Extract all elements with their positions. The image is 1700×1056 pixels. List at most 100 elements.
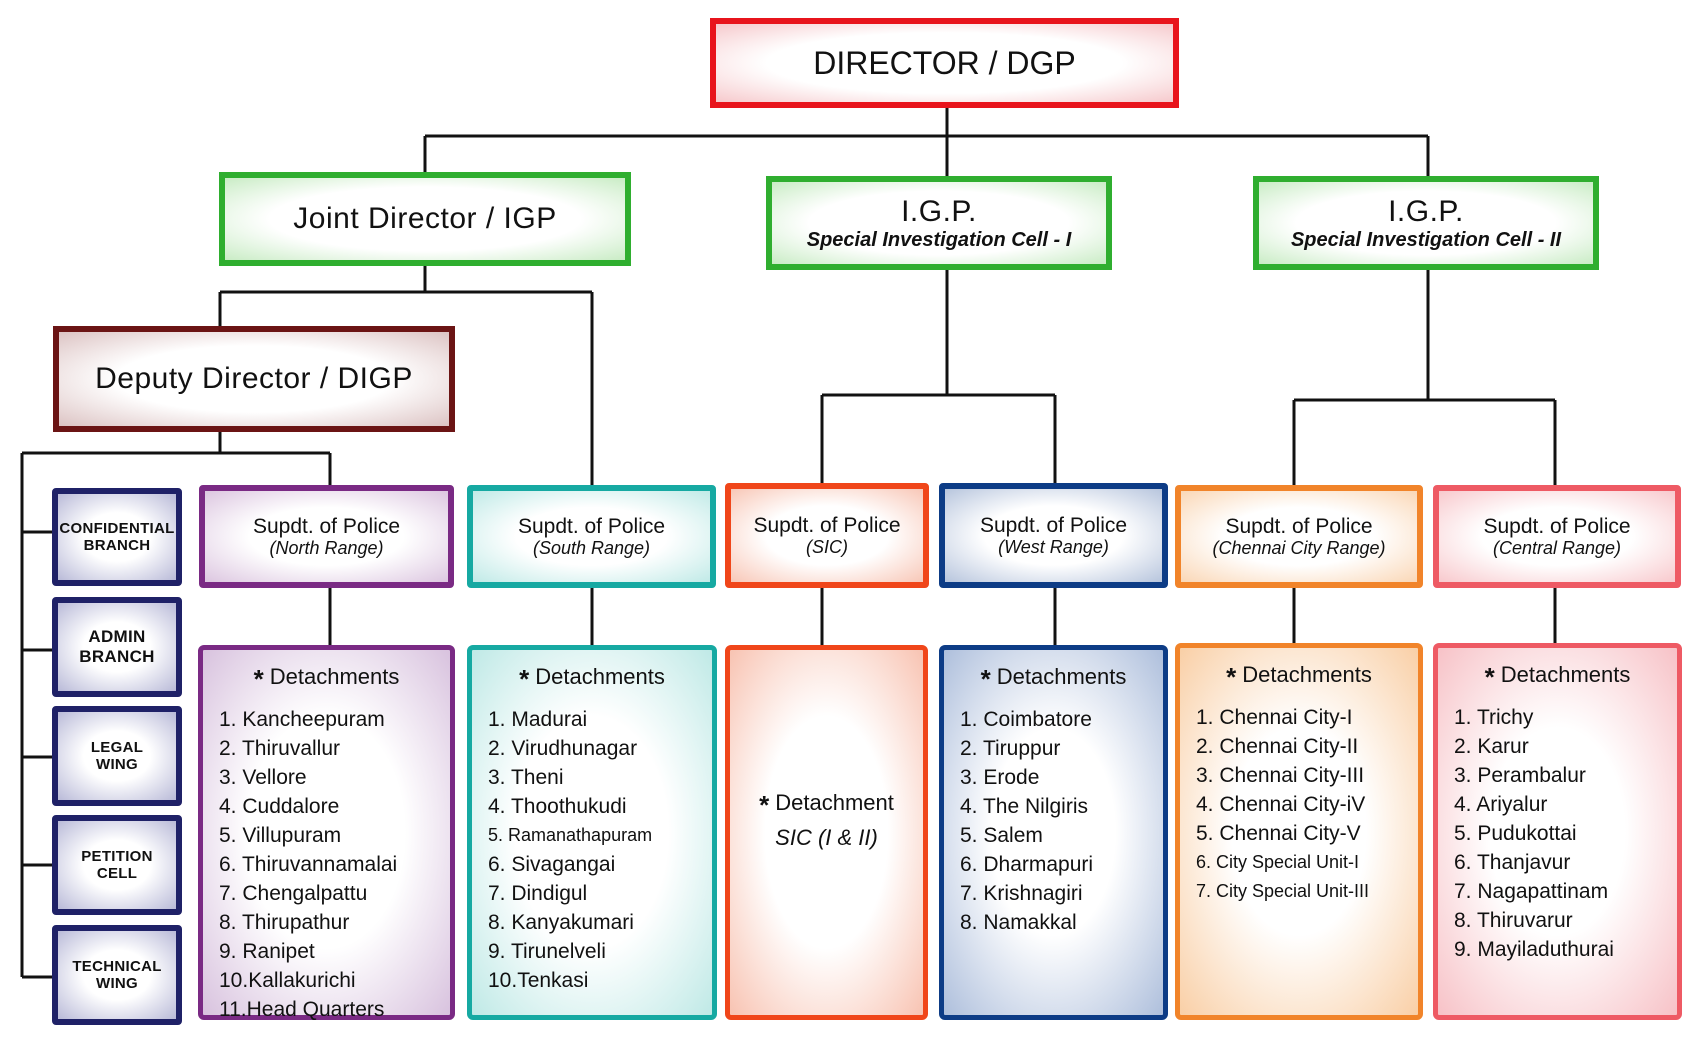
- list-item: 10.Tenkasi: [488, 969, 589, 992]
- list-item: 3. Chennai City-III: [1196, 764, 1365, 787]
- branch-label-line2: WING: [95, 975, 139, 992]
- deputy-director-title: Deputy Director / DIGP: [95, 362, 413, 395]
- branch-label-line1: PETITION: [81, 848, 153, 865]
- supdt-chennai-city-range: Supdt. of Police (Chennai City Range): [1175, 485, 1423, 588]
- branch-petition: PETITION CELL: [52, 815, 182, 915]
- detachments-heading-label: Detachments: [269, 664, 400, 689]
- list-item: 10.Kallakurichi: [219, 969, 356, 992]
- list-item: 6. Sivagangai: [488, 853, 616, 876]
- detachment-list: 1. Trichy 2. Karur 3. Perambalur 4. Ariy…: [1438, 703, 1677, 964]
- supdt-north-range: Supdt. of Police (North Range): [199, 485, 454, 588]
- detachments-heading-label: Detachments: [996, 664, 1127, 689]
- supdt-south-range: Supdt. of Police (South Range): [467, 485, 716, 588]
- detachments-heading-label: Detachments: [535, 664, 665, 689]
- list-item: 6. City Special Unit-I: [1196, 852, 1360, 872]
- detachments-heading: *Detachments: [1180, 662, 1418, 693]
- list-item: 9. Mayiladuthurai: [1454, 938, 1614, 961]
- supdt-range: (Chennai City Range): [1212, 537, 1386, 558]
- asterisk: *: [1226, 662, 1237, 692]
- supdt-name: Supdt. of Police: [1225, 514, 1373, 538]
- igp-sic2-box: I.G.P. Special Investigation Cell - II: [1253, 176, 1599, 270]
- list-item: 9. Ranipet: [219, 940, 315, 963]
- list-item: 1. Madurai: [488, 708, 588, 731]
- list-item: 1. Chennai City-I: [1196, 706, 1353, 729]
- list-item: 8. Kanyakumari: [488, 911, 634, 934]
- supdt-name: Supdt. of Police: [979, 513, 1128, 537]
- igp-sic2-title: I.G.P.: [1388, 194, 1464, 228]
- supdt-range: (West Range): [998, 536, 1109, 557]
- list-item: 4. Chennai City-iV: [1196, 793, 1366, 816]
- branch-label-line2: CELL: [96, 865, 138, 882]
- list-item: 5. Villupuram: [219, 824, 342, 847]
- detachments-west-range: *Detachments 1. Coimbatore 2. Tiruppur 3…: [939, 645, 1168, 1020]
- asterisk: *: [759, 790, 770, 820]
- detachments-heading-label: Detachments: [1242, 662, 1372, 687]
- branch-label-line1: TECHNICAL: [72, 958, 162, 975]
- sic-detachment-text: *Detachment SIC (I & II): [730, 790, 923, 851]
- list-item: 2. Karur: [1454, 735, 1529, 758]
- supdt-name: Supdt. of Police: [517, 514, 666, 538]
- list-item: 7. Krishnagiri: [960, 882, 1083, 905]
- list-item: 3. Theni: [488, 766, 564, 789]
- branch-legal: LEGAL WING: [52, 706, 182, 806]
- list-item: 1. Coimbatore: [960, 708, 1092, 731]
- director-dgp-box: DIRECTOR / DGP: [710, 18, 1179, 108]
- supdt-name: Supdt. of Police: [252, 514, 401, 538]
- supdt-name: Supdt. of Police: [753, 513, 901, 537]
- igp-sic1-title: I.G.P.: [901, 194, 977, 228]
- list-item: 4. Thoothukudi: [488, 795, 627, 818]
- supdt-sic: Supdt. of Police (SIC): [725, 483, 929, 588]
- list-item: 3. Perambalur: [1454, 764, 1586, 787]
- sic-detachment-label: Detachment: [775, 790, 894, 815]
- list-item: 5. Ramanathapuram: [488, 825, 653, 845]
- detachments-heading-label: Detachments: [1500, 662, 1631, 687]
- igp-sic1-subtitle: Special Investigation Cell - I: [806, 228, 1072, 251]
- detachment-list: 1. Kancheepuram 2. Thiruvallur 3. Vellor…: [203, 705, 450, 1024]
- list-item: 7. Nagapattinam: [1454, 880, 1609, 903]
- list-item: 3. Erode: [960, 766, 1040, 789]
- branch-confidential: CONFIDENTIAL BRANCH: [52, 488, 182, 586]
- joint-director-box: Joint Director / IGP: [219, 172, 631, 266]
- igp-sic2-subtitle: Special Investigation Cell - II: [1290, 228, 1562, 251]
- list-item: 6. Dharmapuri: [960, 853, 1094, 876]
- igp-sic1-box: I.G.P. Special Investigation Cell - I: [766, 176, 1112, 270]
- list-item: 7. City Special Unit-III: [1196, 881, 1370, 901]
- list-item: 4. Ariyalur: [1454, 793, 1548, 816]
- list-item: 5. Chennai City-V: [1196, 822, 1361, 845]
- asterisk: *: [1484, 662, 1495, 692]
- detachment-list: 1. Chennai City-I 2. Chennai City-II 3. …: [1180, 703, 1418, 906]
- list-item: 2. Chennai City-II: [1196, 735, 1359, 758]
- branch-label-line1: ADMIN: [88, 627, 146, 646]
- detachments-chennai-city-range: *Detachments 1. Chennai City-I 2. Chenna…: [1175, 643, 1423, 1020]
- asterisk: *: [980, 664, 991, 694]
- list-item: 8. Namakkal: [960, 911, 1077, 934]
- list-item: 5. Salem: [960, 824, 1043, 847]
- supdt-range: (Central Range): [1492, 537, 1622, 558]
- deputy-director-box: Deputy Director / DIGP: [53, 326, 455, 432]
- branch-label-line1: CONFIDENTIAL: [59, 520, 175, 537]
- list-item: 2. Virudhunagar: [488, 737, 638, 760]
- detachments-south-range: *Detachments 1. Madurai 2. Virudhunagar …: [467, 645, 717, 1020]
- supdt-central-range: Supdt. of Police (Central Range): [1433, 485, 1681, 588]
- list-item: 4. The Nilgiris: [960, 795, 1088, 818]
- branch-technical: TECHNICAL WING: [52, 925, 182, 1025]
- joint-director-title: Joint Director / IGP: [293, 202, 557, 235]
- supdt-range: (South Range): [532, 537, 651, 558]
- supdt-range: (North Range): [269, 537, 384, 558]
- detachments-heading: *Detachments: [472, 664, 712, 695]
- list-item: 9. Tirunelveli: [488, 940, 606, 963]
- list-item: 4. Cuddalore: [219, 795, 340, 818]
- supdt-range: (SIC): [806, 536, 848, 557]
- list-item: 2. Tiruppur: [960, 737, 1061, 760]
- list-item: 1. Kancheepuram: [219, 708, 385, 731]
- supdt-west-range: Supdt. of Police (West Range): [939, 483, 1168, 588]
- list-item: 11.Head Quarters: [219, 998, 385, 1021]
- detachments-central-range: *Detachments 1. Trichy 2. Karur 3. Peram…: [1433, 643, 1682, 1020]
- director-dgp-title: DIRECTOR / DGP: [813, 44, 1076, 81]
- detachment-list: 1. Madurai 2. Virudhunagar 3. Theni 4. T…: [472, 705, 712, 995]
- asterisk: *: [253, 664, 264, 694]
- list-item: 7. Dindigul: [488, 882, 588, 905]
- list-item: 7. Chengalpattu: [219, 882, 368, 905]
- list-item: 5. Pudukottai: [1454, 822, 1577, 845]
- branch-label-line1: LEGAL: [90, 739, 144, 756]
